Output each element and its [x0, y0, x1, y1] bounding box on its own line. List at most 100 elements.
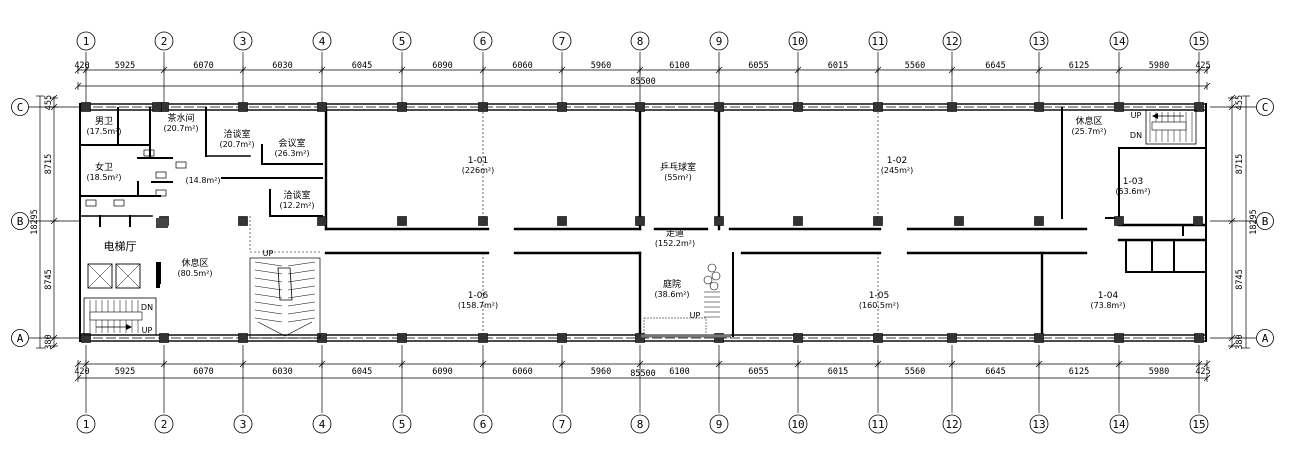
axis-bubble-B — [11, 212, 29, 230]
column-row-c — [714, 102, 724, 112]
room-name: 1-01 — [468, 156, 488, 166]
dimension-value: 6015 — [828, 367, 848, 377]
column-row-a — [1114, 333, 1124, 343]
room-area: (20.7m²) — [163, 124, 198, 133]
axis-bubble-14 — [1109, 31, 1129, 51]
column-row-c — [947, 102, 957, 112]
dimension-slash — [1203, 360, 1211, 368]
stair-dn-label: DN — [1130, 131, 1142, 140]
column-row-b — [954, 216, 964, 226]
stair-outline — [1145, 109, 1197, 145]
axis-bubble-6 — [473, 31, 493, 51]
column-row-c — [478, 102, 488, 112]
dimension-value: 5560 — [905, 367, 925, 377]
dimension-value: 5925 — [115, 61, 135, 71]
axis-label: 8 — [637, 418, 644, 431]
dimension-value: 8715 — [44, 154, 54, 174]
room-name: 1-05 — [869, 291, 889, 301]
axis-label: 3 — [240, 418, 247, 431]
axis-bubble-1 — [76, 414, 96, 434]
dimension-value: 420 — [74, 61, 89, 71]
dimension-value: 6055 — [748, 61, 768, 71]
sanitary-fixture — [155, 189, 167, 197]
room-name: 1-03 — [1123, 177, 1143, 187]
column-row-c — [1194, 102, 1204, 112]
axis-label: 9 — [716, 35, 723, 48]
dimension-value: 5980 — [1149, 61, 1169, 71]
room-name: 男卫 — [95, 116, 113, 127]
courtyard-plant — [711, 271, 721, 281]
axis-label: 3 — [240, 35, 247, 48]
dimension-total: 18295 — [1249, 209, 1259, 235]
room-area: (20.7m²) — [219, 140, 254, 149]
room-area: (26.3m²) — [274, 149, 309, 158]
axis-bubble-A — [11, 329, 29, 347]
sanitary-fixture — [143, 149, 155, 157]
dimension-slash — [1203, 374, 1211, 382]
axis-bubble-6 — [473, 414, 493, 434]
dimension-value: 425 — [1195, 367, 1210, 377]
dimension-value: 8745 — [44, 269, 54, 289]
room-name: 电梯厅 — [104, 240, 137, 253]
room-area: (160.5m²) — [859, 301, 899, 310]
stair-tread — [287, 293, 316, 299]
axis-label: 12 — [945, 418, 958, 431]
axis-bubble-13 — [1029, 31, 1049, 51]
elevator-1 — [87, 263, 113, 289]
dimension-value: 6125 — [1069, 61, 1089, 71]
axis-label: C — [17, 101, 24, 114]
column-row-c — [238, 102, 248, 112]
dimension-value: 5925 — [115, 367, 135, 377]
column-row-b — [873, 216, 883, 226]
axis-bubble-11 — [868, 414, 888, 434]
axis-bubble-A — [1256, 329, 1274, 347]
stair-tread — [254, 277, 283, 283]
column-row-b — [635, 216, 645, 226]
room-area: (17.5m²) — [86, 127, 121, 136]
dimension-value: 6100 — [669, 61, 689, 71]
room-area: (158.7m²) — [458, 301, 498, 310]
dimension-slash — [74, 66, 82, 74]
room-area: (53.6m²) — [1115, 187, 1150, 196]
dimension-value: 8715 — [1235, 154, 1245, 174]
dimension-value: 380 — [1235, 334, 1245, 349]
stair-tread — [287, 301, 316, 307]
dimension-value: 6045 — [352, 61, 372, 71]
stair-tread — [254, 309, 283, 315]
dimension-value: 455 — [1235, 95, 1245, 110]
axis-bubble-3 — [233, 414, 253, 434]
dimension-slash — [1203, 82, 1211, 90]
axis-label: 1 — [83, 35, 90, 48]
dimension-value: 6070 — [193, 367, 213, 377]
dimension-slash — [50, 342, 58, 350]
dimension-slash — [74, 374, 82, 382]
column-row-a — [397, 333, 407, 343]
axis-label: 10 — [791, 35, 804, 48]
column-row-a — [81, 333, 91, 343]
axis-bubble-13 — [1029, 414, 1049, 434]
column-row-a — [1034, 333, 1044, 343]
dimension-value: 6100 — [669, 367, 689, 377]
dimension-value: 6030 — [272, 367, 292, 377]
elevator-cross — [115, 263, 141, 289]
column-row-c — [793, 102, 803, 112]
room-area: (25.7m²) — [1071, 127, 1106, 136]
stair-well — [1151, 121, 1187, 131]
sanitary-fixture — [113, 199, 125, 207]
room-name: 走道 — [666, 227, 684, 239]
axis-bubble-C — [1256, 98, 1274, 116]
room-area: (152.2m²) — [655, 239, 695, 248]
stair-up-label: UP — [1131, 111, 1142, 120]
room-name: 1-06 — [468, 291, 489, 301]
room-name: 会议室 — [278, 137, 305, 149]
stair-up-label: UP — [263, 249, 274, 258]
axis-bubble-10 — [788, 31, 808, 51]
axis-bubble-7 — [552, 31, 572, 51]
axis-label: 1 — [83, 418, 90, 431]
column-row-b — [714, 216, 724, 226]
axis-label: 4 — [319, 35, 326, 48]
elevator-lobby-wall — [158, 262, 161, 284]
dimension-value: 6090 — [432, 367, 452, 377]
